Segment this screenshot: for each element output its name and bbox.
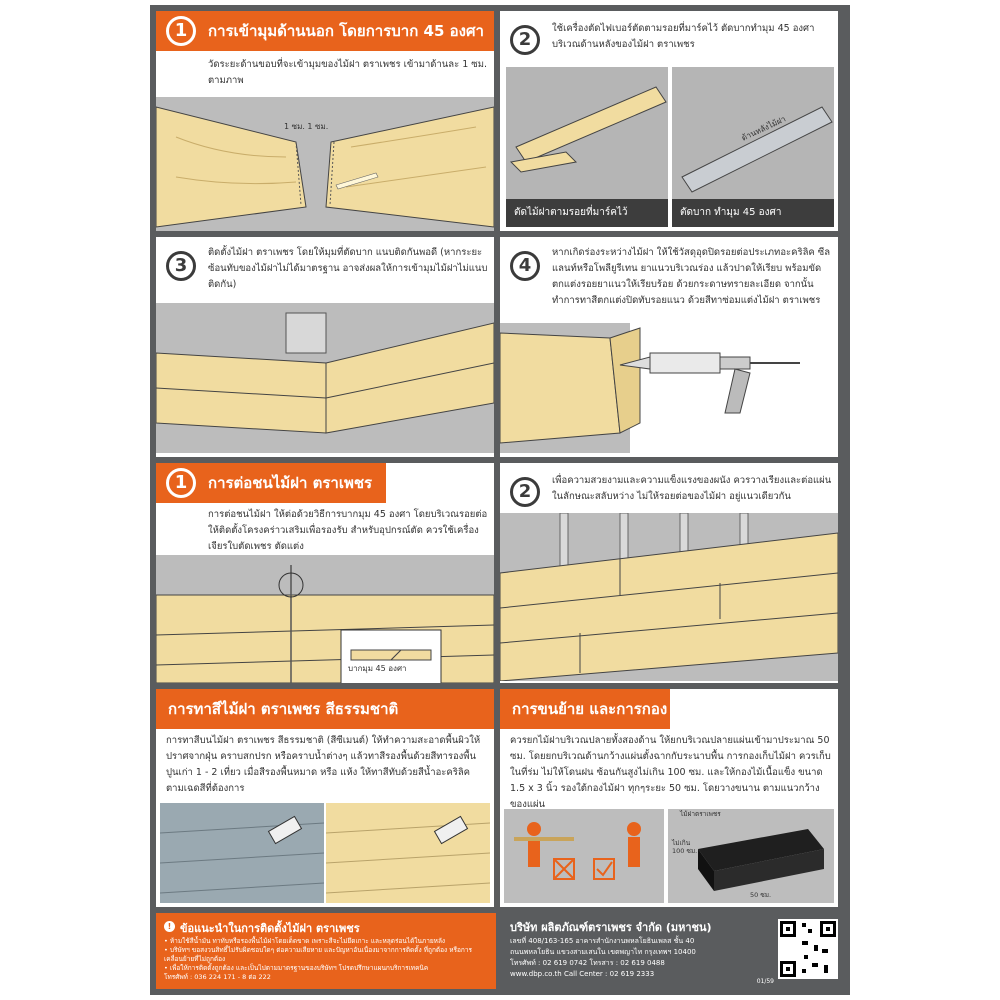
notes-title: ข้อแนะนำในการติดตั้งไม้ฝา ตราเพชร <box>180 922 360 935</box>
caption-cut: ตัดไม้ฝาตามรอยที่มาร์คไว้ <box>506 199 668 227</box>
contact-line: โทรศัพท์ : 02 619 0742 โทรสาร : 02 619 0… <box>510 959 665 967</box>
panel-staggered-joints: 2 เพื่อความสวยงามและความแข็งแรงของผนัง ค… <box>500 463 838 683</box>
panel-seal-gap: 4 หากเกิดร่องระหว่างไม้ฝา ให้ใช้วัสดุอุด… <box>500 237 838 457</box>
website-line: www.dbp.co.th Call Center : 02 619 2333 <box>510 970 655 978</box>
instruction-sheet: การเข้ามุมด้านนอก โดยการบาก 45 องศา 1 วั… <box>150 5 850 995</box>
panel-text: หากเกิดร่องระหว่างไม้ฝา ให้ใช้วัสดุอุดปิ… <box>552 247 831 306</box>
caulk-gun-illustration <box>500 323 800 453</box>
step-number: 1 <box>166 16 196 46</box>
installed-corner-illustration <box>156 303 494 453</box>
spacing-label: 50 ซม. <box>750 891 772 899</box>
paint-primer-illustration <box>160 803 324 903</box>
panel-text: ใช้เครื่องตัดไฟเบอร์ตัดตามรอยที่มาร์คไว้… <box>552 23 815 50</box>
company-name: บริษัท ผลิตภัณฑ์ตราเพชร จำกัด (มหาชน) <box>510 921 712 934</box>
butt-joint-illustration <box>156 555 494 683</box>
panel-text: ติดตั้งไม้ฝา ตราเพชร โดยให้มุมที่ตัดบาก … <box>208 247 488 290</box>
note-line: • ห้ามใช้สีน้ำมัน ทาทับหรือรองพื้นไม้ฝาโ… <box>164 937 446 945</box>
staggered-wall-illustration <box>500 513 838 681</box>
doc-code: 01/59 <box>756 978 774 985</box>
address-line: เลขที่ 408/163-165 อาคารสำนักงานพหลโยธิน… <box>510 937 695 945</box>
panel-text: วัดระยะด้านขอบที่จะเข้ามุมของไม้ฝา ตราเพ… <box>208 59 488 86</box>
cut-label: บากมุม 45 องศา <box>348 664 407 673</box>
panel-title: การทาสีไม้ฝา ตราเพชร สีธรรมชาติ <box>156 689 494 729</box>
step-number: 2 <box>510 477 540 507</box>
panel-text: การทาสีบนไม้ฝา ตราเพชร สีธรรมชาติ (สีซีเ… <box>166 735 481 794</box>
panel-butt-joint: การต่อชนไม้ฝา ตราเพชร 1 การต่อชนไม้ฝา ให… <box>156 463 494 683</box>
panel-text: เพื่อความสวยงามและความแข็งแรงของผนัง ควร… <box>552 475 832 502</box>
note-line: โทรศัพท์ : 036 224 171 - 8 ต่อ 222 <box>164 973 271 981</box>
panel-handling-storage: การขนย้าย และการกองเก็บ ควรยกไม้ฝาบริเวณ… <box>500 689 838 907</box>
address-line: ถนนพหลโยธิน แขวงสามเสนใน เขตพญาไท กรุงเท… <box>510 948 696 956</box>
corner-illustration <box>156 97 494 231</box>
warning-icon: ! <box>164 921 175 932</box>
carrying-illustration <box>504 809 664 903</box>
panel-outside-corner: การเข้ามุมด้านนอก โดยการบาก 45 องศา 1 วั… <box>156 11 494 231</box>
measure-label: 1 ซม. 1 ซม. <box>284 122 329 131</box>
panel-install-corner: 3 ติดตั้งไม้ฝา ตราเพชร โดยให้มุมที่ตัดบา… <box>156 237 494 457</box>
note-line: • เพื่อให้การติดตั้งถูกต้อง และเป็นไปตาม… <box>164 964 429 972</box>
caption-bevel: ตัดบาก ทำมุม 45 องศา <box>672 199 834 227</box>
installation-notes: ! ข้อแนะนำในการติดตั้งไม้ฝา ตราเพชร • ห้… <box>156 913 496 989</box>
panel-title: การขนย้าย และการกองเก็บ <box>500 689 670 758</box>
note-line: • บริษัทฯ ขอสงวนสิทธิ์ไม่รับผิดชอบใดๆ ต่… <box>164 946 473 963</box>
step-number: 2 <box>510 25 540 55</box>
panel-cut-bevel: 2 ใช้เครื่องตัดไฟเบอร์ตัดตามรอยที่มาร์คไ… <box>500 11 838 231</box>
step-number: 3 <box>166 251 196 281</box>
paint-topcoat-illustration <box>326 803 490 903</box>
height-label: ไม่เกิน 100 ซม. <box>672 839 698 855</box>
company-info: บริษัท ผลิตภัณฑ์ตราเพชร จำกัด (มหาชน) เล… <box>502 913 844 989</box>
stack-label: ไม้ฝาตราเพชร <box>680 810 721 818</box>
panel-text: การต่อชนไม้ฝา ให้ต่อด้วยวิธีการบากมุม 45… <box>208 509 488 552</box>
step-number: 4 <box>510 251 540 281</box>
panel-painting: การทาสีไม้ฝา ตราเพชร สีธรรมชาติ การทาสีบ… <box>156 689 494 907</box>
qr-code[interactable] <box>778 919 838 979</box>
panel-text: ควรยกไม้ฝาบริเวณปลายทั้งสองด้าน ให้ยกบริ… <box>510 735 831 810</box>
storage-stack-illustration <box>668 809 834 903</box>
panel-title: การเข้ามุมด้านนอก โดยการบาก 45 องศา <box>156 11 494 51</box>
step-number: 1 <box>166 468 196 498</box>
